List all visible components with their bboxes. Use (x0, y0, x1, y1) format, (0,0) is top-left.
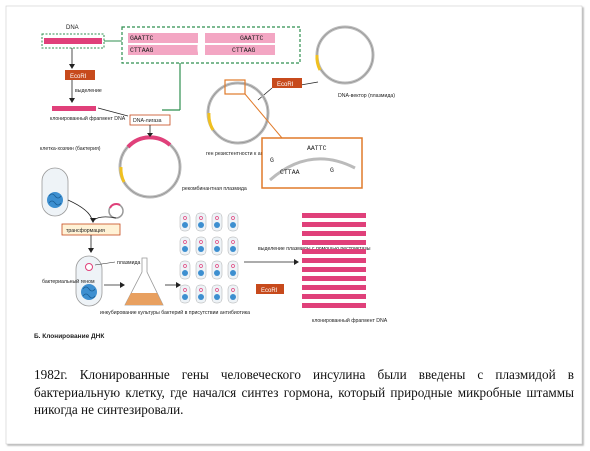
svg-text:CTTAA: CTTAA (280, 169, 300, 176)
isolation-label: выделение (75, 88, 102, 94)
svg-text:EcoRI: EcoRI (277, 82, 294, 88)
seq-bottom-right: CTTAAG (232, 47, 256, 54)
sequence-box (121, 26, 301, 64)
ecori-button-right (272, 78, 302, 88)
dna-label: DNA (66, 25, 79, 31)
fragment-stack (302, 213, 366, 308)
dna-dashed-box (41, 33, 105, 49)
ecori-button-bottom (256, 284, 284, 294)
ecori-button-left (65, 70, 95, 80)
dna-strand (44, 38, 102, 44)
svg-text:EcoRI: EcoRI (261, 288, 278, 294)
recombinant-label: рекомбинантная плазмида (182, 186, 247, 192)
cell-grid (179, 212, 239, 304)
seq-top-right: GAATTC (240, 35, 264, 42)
cloned-fragment-bottom-label: клонированный фрагмент DNA (312, 317, 388, 324)
bacterial-genome-label: бактериальный геном (42, 278, 95, 285)
svg-text:G: G (330, 167, 334, 174)
host-cell-label: клетка-хозяин (бактерия) (40, 146, 101, 152)
svg-text:G: G (270, 157, 274, 164)
plasmid-label: плазмида (117, 260, 141, 266)
resistance-label: ген резистентности к антибиотику (206, 151, 288, 157)
svg-text:трансформация: трансформация (66, 228, 105, 234)
fragment-bar (52, 106, 96, 111)
seq-top-left: GAATTC (130, 35, 154, 42)
incubation-label: инкубирование культуры бактерий в присут… (100, 309, 250, 316)
slide-caption: 1982г. Клонированные гены человеческого … (34, 367, 574, 417)
section-title: Б. Клонирование ДНК (34, 333, 104, 340)
cloned-fragment-label: клонированный фрагмент DNA (50, 115, 126, 122)
svg-text:EcoRI: EcoRI (70, 74, 87, 80)
svg-text:DNA-лигаза: DNA-лигаза (133, 118, 162, 124)
seq-bottom-left: CTTAAG (130, 47, 154, 54)
vector-label: DNA-вектор (плазмида) (338, 93, 395, 99)
svg-text:AATTC: AATTC (307, 145, 327, 152)
